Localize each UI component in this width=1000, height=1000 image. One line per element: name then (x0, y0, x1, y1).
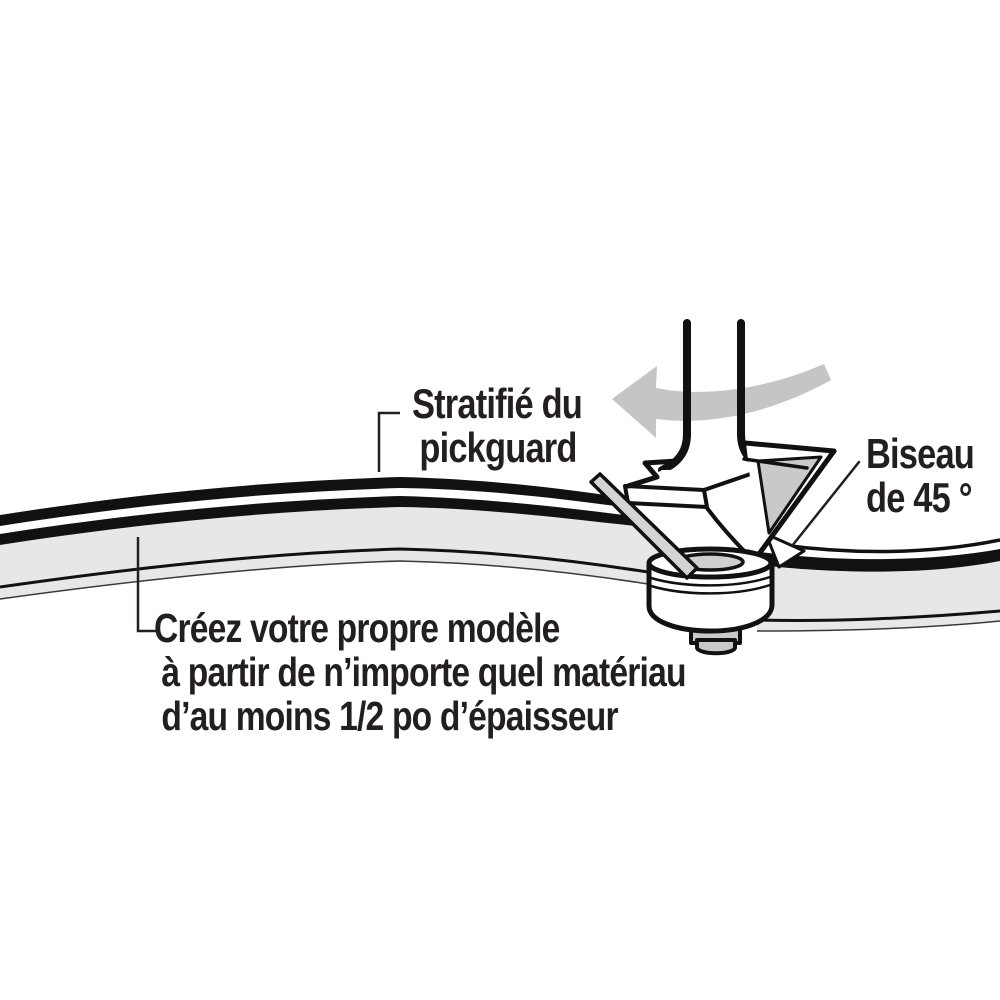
template-note-label: Créez votre propre modèle à partir de n’… (154, 605, 687, 739)
note-label-bracket (136, 537, 156, 633)
bearing-groove-2 (650, 583, 771, 595)
leader-lines (136, 411, 861, 633)
template-face-right (757, 561, 1000, 631)
bearing-groove-1 (650, 575, 771, 587)
pilot-bearing (646, 546, 775, 634)
bevel-label: Biseau de 45 ° (866, 430, 975, 521)
laminate-stripe-top-left (0, 477, 616, 526)
template-bottom-edge-left (0, 547, 661, 589)
note-line2: à partir de n’importe quel matériau (161, 649, 686, 695)
wing-top-edge (742, 440, 837, 454)
bevel-label-line1: Biseau (866, 430, 975, 477)
bevel-label-line2: de 45 ° (866, 474, 972, 521)
bevel-cut-facet (764, 532, 806, 569)
bit-cutter-plate (623, 484, 709, 509)
router-bit (589, 319, 837, 656)
bit-shank-left-line (658, 319, 691, 474)
wing-cutting-edge (756, 448, 837, 557)
laminate-stripe-right (760, 549, 1000, 572)
template-board-left (0, 477, 661, 600)
note-line1: Créez votre propre modèle (154, 605, 560, 651)
template-board-right (756, 532, 1000, 632)
template-underside-line-left (0, 560, 661, 600)
laminate-label-line1: Stratifié du (412, 380, 583, 427)
template-underside-line-right (756, 620, 1000, 632)
bit-left-blade (589, 472, 699, 580)
wing-flute-line (742, 457, 809, 470)
laminate-label: Stratifié du pickguard (412, 380, 583, 471)
bit-flash-zigzag (625, 458, 680, 489)
laminate-label-bracket (377, 411, 400, 472)
stud-lower (695, 638, 737, 656)
template-bottom-edge-right (756, 609, 1000, 623)
note-line3: d’au moins 1/2 po d’épaisseur (161, 693, 618, 739)
laminate-top-outline-right (781, 538, 1000, 554)
bevel-leader-line (790, 460, 861, 548)
wing-face-gray (756, 455, 823, 535)
laminate-label-line2: pickguard (419, 424, 577, 471)
laminate-stripe-bottom-left (0, 496, 635, 545)
rotation-arrow-icon (612, 364, 831, 438)
bearing-cylinder (646, 559, 775, 634)
bit-right-wing (742, 440, 837, 557)
